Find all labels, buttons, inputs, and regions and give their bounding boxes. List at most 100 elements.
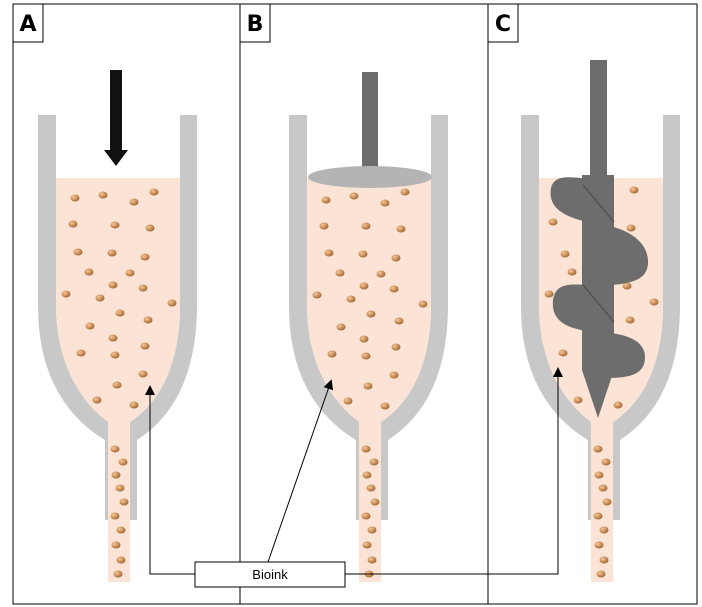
panel-b [289,72,448,582]
cell [380,199,390,207]
cell [362,471,372,479]
cell [394,317,404,325]
syringe-body [38,115,197,520]
cell [594,541,604,549]
panel-label-b: B [247,12,264,37]
cell [370,498,380,506]
cell [336,323,346,331]
leader-line-b [267,379,334,563]
leader-line-a [145,385,195,575]
panel-label-a: A [19,12,36,37]
panel-label-c: C [495,12,511,37]
cell-group [61,188,177,578]
cell [363,382,373,390]
panel-label-box-c: C [487,3,519,43]
cell [548,218,558,226]
cell [343,397,353,405]
cell [596,570,606,578]
cell [649,298,659,306]
cell [599,526,609,534]
bioink-callout: Bioink [194,561,346,588]
cell [593,512,603,520]
cell [376,270,386,278]
bioink-fill [56,178,180,582]
cell [143,316,153,324]
bioink-fill [307,178,431,582]
cell [369,458,379,466]
cell [358,250,368,258]
cell [116,526,126,534]
cell [361,222,371,230]
cell [110,512,120,520]
cell [113,570,123,578]
cell [389,371,399,379]
cell [167,299,177,307]
cell [629,186,639,194]
cell [366,310,376,318]
cell [138,370,148,378]
cell [140,253,150,261]
syringe-body [521,115,680,520]
cell [367,556,377,564]
cell [129,401,139,409]
cell [145,224,155,232]
cell [366,484,376,492]
screw-auger-icon [550,60,648,418]
cell [389,285,399,293]
cell [367,526,377,534]
cell [116,556,126,564]
cell [361,512,371,520]
cell [61,290,71,298]
cell [361,445,371,453]
cell [125,269,135,277]
cell [594,471,604,479]
down-arrow-icon [104,70,128,166]
cell [84,268,94,276]
cell-group [312,188,428,578]
cell [593,445,603,453]
panel-label-box-a: A [12,3,44,43]
cell [73,248,83,256]
cell [312,291,322,299]
cell [76,349,86,357]
cell [149,188,159,196]
cell [573,396,583,404]
cell [361,352,371,360]
callout-box [194,561,346,588]
cell [140,342,150,350]
cell [119,498,129,506]
leader-line-c [345,367,563,575]
panel-label-box-b: B [239,3,271,43]
cell [396,225,406,233]
cell [359,335,369,343]
cell [111,471,121,479]
cell [98,191,108,199]
cell [138,284,148,292]
cell [129,198,139,206]
piston-plunger-icon [308,72,432,188]
cell [115,309,125,317]
cell [558,349,568,357]
cell [110,351,120,359]
cell [346,295,356,303]
cell [380,402,390,410]
cell [602,498,612,506]
cell [85,322,95,330]
cell [613,401,623,409]
cell [335,269,345,277]
cell [626,224,636,232]
cell [391,343,401,351]
cell [111,541,121,549]
cell [118,458,128,466]
cell [601,458,611,466]
cell [321,196,331,204]
cell [70,194,80,202]
callout-leaders [145,367,563,575]
cell [327,350,337,358]
panel-a [38,70,197,582]
cell [362,541,372,549]
cell [92,396,102,404]
cell [115,484,125,492]
cell [391,254,401,262]
